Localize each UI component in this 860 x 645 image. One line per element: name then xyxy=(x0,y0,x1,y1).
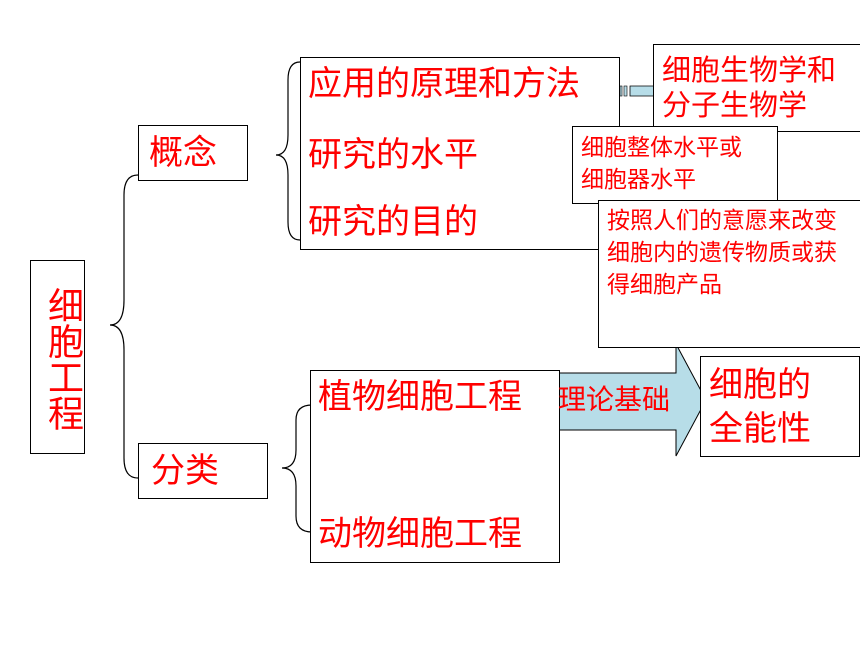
result-purpose-text: 按照人们的意愿来改变细胞内的遗传物质或获得细胞产品 xyxy=(607,208,837,298)
concept-brace xyxy=(275,61,301,241)
result-principle-box: 细胞生物学和分子生物学 xyxy=(653,44,860,132)
concept-items-box xyxy=(300,57,620,250)
arrow-theory xyxy=(550,343,707,457)
theory-arrow-label: 理论基础 xyxy=(558,383,671,416)
classification-items-box xyxy=(310,370,560,563)
classification-item-animal: 动物细胞工程 xyxy=(318,514,522,554)
result-principle-text: 细胞生物学和分子生物学 xyxy=(662,53,837,122)
root-node: 细胞工程 xyxy=(30,260,85,454)
result-level-text: 细胞整体水平或细胞器水平 xyxy=(581,135,742,193)
classification-item-plant: 植物细胞工程 xyxy=(318,377,522,417)
concept-label: 概念 xyxy=(149,133,217,173)
concept-item-level: 研究的水平 xyxy=(308,135,478,175)
concept-node: 概念 xyxy=(138,125,248,181)
totipotency-box: 细胞的全能性 xyxy=(700,356,860,457)
totipotency-text: 细胞的全能性 xyxy=(709,365,811,449)
classification-label: 分类 xyxy=(151,451,219,491)
concept-item-principle: 应用的原理和方法 xyxy=(308,64,580,104)
concept-item-purpose: 研究的目的 xyxy=(308,202,478,242)
classification-node: 分类 xyxy=(138,443,268,499)
root-label: 细胞工程 xyxy=(42,287,83,431)
result-level-box: 细胞整体水平或细胞器水平 xyxy=(572,126,778,204)
root-brace xyxy=(109,174,139,479)
result-purpose-box: 按照人们的意愿来改变细胞内的遗传物质或获得细胞产品 xyxy=(598,200,860,348)
classification-brace xyxy=(281,404,313,533)
